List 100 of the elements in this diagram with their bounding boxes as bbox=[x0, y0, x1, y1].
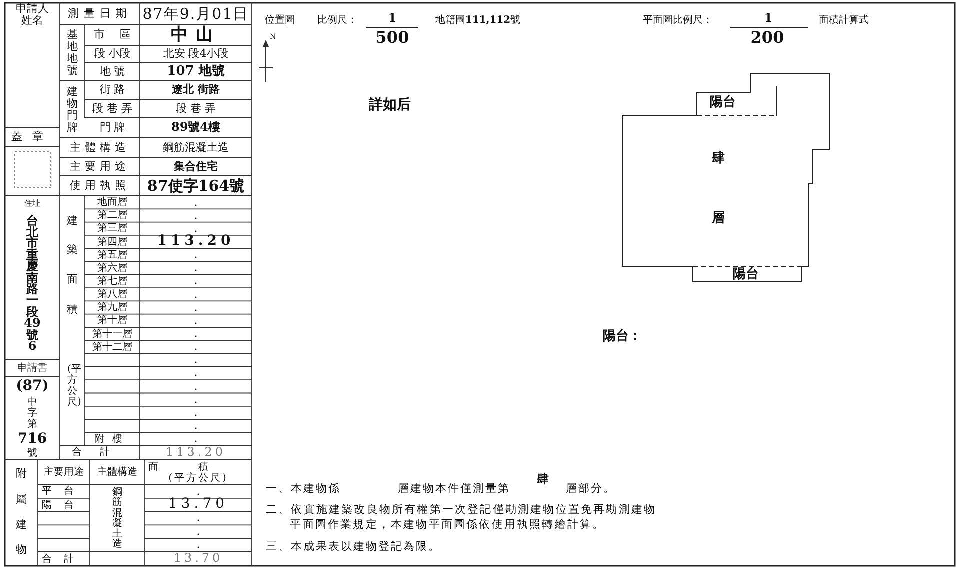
vertical-label: 基地地號 bbox=[67, 28, 78, 78]
form-label: 街 路 bbox=[100, 84, 126, 97]
form-label: 申請人姓名 bbox=[15, 2, 50, 28]
area-value: . bbox=[194, 249, 198, 262]
floor-name: 第三層 bbox=[98, 223, 128, 234]
form-label: 地籍圖111,112號 bbox=[435, 14, 521, 26]
balcony-area bbox=[693, 267, 802, 282]
vertical-label: 鋼筋混凝土造 bbox=[112, 488, 122, 550]
form-label: 比例尺： bbox=[318, 14, 358, 26]
vertical-label: 中字第 bbox=[28, 396, 38, 430]
form-label: 段 巷 弄 bbox=[92, 102, 132, 116]
form-label: 位置圖 bbox=[265, 14, 295, 26]
floor-name: 地面層 bbox=[98, 197, 128, 208]
form-label: 測量日期 bbox=[68, 8, 132, 20]
form-label: 1 bbox=[388, 12, 397, 26]
form-label: 段 小段 bbox=[94, 48, 131, 61]
note-text: 二、依實施建築改良物所有權第一次登記僅勘測建物位置免再勘測建物平面圖作業規定，本建物平面圖係依使用執照轉繪計算。 bbox=[266, 503, 658, 533]
form-label: 鋼筋混凝土造 bbox=[163, 142, 229, 154]
area-value: . bbox=[194, 367, 198, 380]
room-label: 層 bbox=[712, 212, 725, 226]
area-value: . bbox=[194, 262, 198, 274]
vertical-label: 建物門牌 bbox=[67, 86, 78, 134]
form-label: 合計 bbox=[72, 446, 128, 458]
area-value: . bbox=[194, 328, 198, 340]
area-value: 113.20 bbox=[166, 446, 226, 460]
area-value: . bbox=[194, 420, 198, 432]
area-value: . bbox=[194, 394, 198, 406]
form-label: 陽台 bbox=[42, 500, 86, 511]
form-label: 107 地號 bbox=[167, 64, 225, 80]
vertical-label: 建築面積 bbox=[67, 212, 78, 318]
floor-name: 第六層 bbox=[98, 262, 128, 274]
form-label: 蓋章 bbox=[12, 131, 54, 144]
form-label: 地 號 bbox=[100, 66, 126, 78]
form-label: 住址 bbox=[24, 200, 40, 208]
form-label: 使用執照 bbox=[70, 180, 130, 192]
area-value: . bbox=[194, 275, 198, 288]
floor-area bbox=[623, 74, 830, 267]
form-label: 主要用途 bbox=[70, 160, 130, 174]
form-label: 1 bbox=[764, 12, 773, 26]
area-value: . bbox=[196, 486, 200, 498]
floor-name: 第十一層 bbox=[92, 328, 132, 340]
note-text: 層部分。 bbox=[566, 482, 616, 496]
area-value: . bbox=[194, 222, 198, 235]
form-label: 主體構造 bbox=[70, 142, 130, 154]
area-value: . bbox=[194, 380, 198, 393]
form-label: 主要用途 bbox=[44, 467, 84, 478]
area-value: 13.70 bbox=[174, 552, 224, 566]
form-label: 面積計算式 bbox=[819, 14, 869, 26]
area-value: . bbox=[194, 302, 198, 314]
form-label: 平台 bbox=[42, 486, 86, 498]
form-label: 詳如后 bbox=[369, 98, 411, 114]
form-label: 陽台： bbox=[603, 330, 642, 344]
floor-name: 第十二層 bbox=[92, 342, 132, 353]
form-label: (平方公尺) bbox=[168, 472, 228, 484]
form-label: 面積 bbox=[148, 462, 248, 472]
area-value: . bbox=[194, 314, 198, 327]
room-label: 陽台 bbox=[710, 96, 736, 110]
note-text: 層建物本件僅測量第 bbox=[398, 482, 510, 496]
form-label: 中山 bbox=[171, 26, 221, 45]
form-label: 市 區 bbox=[94, 29, 132, 42]
form-label: 申請書 bbox=[18, 363, 48, 374]
note-text: 一、本建物係 bbox=[266, 482, 341, 496]
area-value: . bbox=[194, 406, 198, 419]
room-label: 肆 bbox=[712, 152, 725, 166]
area-value: 113.20 bbox=[157, 234, 235, 250]
form-label: 合計 bbox=[42, 554, 86, 564]
floor-name: 第七層 bbox=[98, 276, 128, 287]
floor-name: 第九層 bbox=[98, 302, 128, 314]
room-label: 陽台 bbox=[733, 268, 759, 282]
vertical-label: 台北市重慶南路一段49號6 bbox=[24, 216, 41, 352]
area-value: . bbox=[196, 526, 200, 538]
form-label: 平面圖比例尺： bbox=[643, 14, 713, 26]
area-value: . bbox=[194, 196, 198, 209]
floor-name: 第八層 bbox=[98, 289, 128, 300]
area-value: . bbox=[194, 433, 198, 446]
floor-name: 第二層 bbox=[98, 210, 128, 222]
area-value: . bbox=[196, 512, 200, 525]
floor-name: 第五層 bbox=[98, 250, 128, 261]
form-label: 87使字164號 bbox=[147, 178, 245, 194]
form-label: 500 bbox=[376, 29, 410, 47]
area-value: . bbox=[194, 341, 198, 354]
note-text: 三、本成果表以建物登記為限。 bbox=[266, 540, 441, 554]
area-value: 13.70 bbox=[168, 497, 229, 513]
form-label: 北安 段4小段 bbox=[163, 48, 229, 61]
form-label: 段 巷 弄 bbox=[176, 102, 216, 116]
form-label: 89號4樓 bbox=[171, 121, 221, 135]
form-label: 附樓 bbox=[94, 434, 130, 445]
form-label: 集合住宅 bbox=[174, 160, 218, 174]
form-label: 主體構造 bbox=[98, 467, 138, 478]
date-value: 87年9.月01日 bbox=[142, 6, 250, 22]
form-label: 號 bbox=[28, 448, 38, 458]
form-label: 716 bbox=[18, 432, 48, 448]
vertical-label: 附屬建物 bbox=[16, 466, 27, 558]
note-text: 肆 bbox=[537, 473, 549, 487]
area-value: . bbox=[196, 539, 200, 552]
floor-name: 第四層 bbox=[98, 236, 128, 248]
area-value: . bbox=[194, 210, 198, 222]
area-value: . bbox=[194, 288, 198, 301]
form-label: 200 bbox=[750, 29, 784, 47]
form-label: (87) bbox=[16, 379, 49, 395]
